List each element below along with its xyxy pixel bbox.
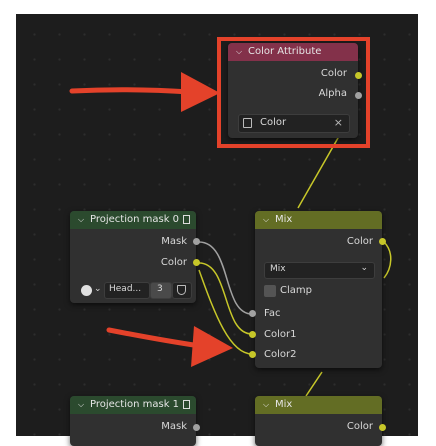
- color-output-socket[interactable]: [355, 72, 362, 79]
- color-output-socket[interactable]: [379, 238, 386, 245]
- mix-node[interactable]: ⌵ Mix Color Mix ⌄ Clamp Fac Color1 Color2: [255, 211, 382, 368]
- image-browse-icon[interactable]: [81, 285, 92, 296]
- color-attribute-node[interactable]: ⌵ Color Attribute Color Alpha Color ×: [228, 43, 358, 138]
- node-header[interactable]: ⌵ Color Attribute: [228, 43, 358, 61]
- node-header[interactable]: ⌵ Mix: [255, 211, 382, 229]
- attribute-field[interactable]: Color ×: [238, 114, 350, 133]
- blend-mode-dropdown[interactable]: Mix ⌄: [264, 262, 375, 279]
- fac-input-socket[interactable]: [249, 310, 256, 317]
- image-selector[interactable]: ⌄ Head... 3: [78, 282, 192, 299]
- blend-mode-value: Mix: [270, 264, 286, 274]
- collapse-chevron-icon[interactable]: ⌵: [263, 215, 270, 224]
- fake-user-button[interactable]: [172, 282, 192, 299]
- projection-mask-0-node[interactable]: ⌵ Projection mask 0 Mask Color ⌄ Head... …: [70, 211, 196, 303]
- dropdown-chevron-icon: ⌄: [360, 263, 368, 273]
- node-title: Mix: [275, 214, 293, 225]
- node-header[interactable]: ⌵ Mix: [255, 396, 382, 414]
- collapse-chevron-icon[interactable]: ⌵: [236, 47, 243, 56]
- color-output-socket[interactable]: [379, 424, 386, 431]
- color2-input-socket[interactable]: [249, 351, 256, 358]
- node-title: Color Attribute: [248, 46, 322, 57]
- output-alpha-label: Alpha: [318, 88, 347, 99]
- input-color1-label: Color1: [264, 329, 297, 340]
- node-title: Projection mask 1: [90, 399, 180, 410]
- node-header[interactable]: ⌵ Projection mask 1: [70, 396, 196, 414]
- output-mask-label: Mask: [161, 236, 187, 247]
- collapse-chevron-icon[interactable]: ⌵: [78, 215, 85, 224]
- dropdown-chevron-icon[interactable]: ⌄: [94, 284, 102, 294]
- mix-node[interactable]: ⌵ Mix Color: [255, 396, 382, 446]
- node-header[interactable]: ⌵ Projection mask 0: [70, 211, 196, 229]
- clamp-checkbox[interactable]: [264, 285, 276, 297]
- clear-icon[interactable]: ×: [333, 116, 343, 129]
- node-group-icon: [183, 215, 190, 224]
- user-count-badge[interactable]: 3: [150, 282, 172, 299]
- clamp-label: Clamp: [280, 285, 312, 296]
- color1-input-socket[interactable]: [249, 331, 256, 338]
- collapse-chevron-icon[interactable]: ⌵: [78, 400, 85, 409]
- annotation-highlight-box: [217, 37, 370, 148]
- alpha-output-socket[interactable]: [355, 92, 362, 99]
- attribute-icon: [243, 118, 252, 128]
- node-title: Projection mask 0: [90, 214, 180, 225]
- input-color2-label: Color2: [264, 349, 297, 360]
- image-name: Head...: [109, 284, 142, 294]
- attribute-value: Color: [260, 117, 287, 128]
- node-group-icon: [183, 400, 190, 409]
- output-color-label: Color: [320, 68, 347, 79]
- input-fac-label: Fac: [264, 308, 281, 319]
- mask-output-socket[interactable]: [193, 238, 200, 245]
- color-output-socket[interactable]: [193, 259, 200, 266]
- shield-icon: [177, 285, 186, 295]
- output-color-label: Color: [160, 257, 187, 268]
- output-color-label: Color: [346, 421, 373, 432]
- output-color-label: Color: [346, 236, 373, 247]
- collapse-chevron-icon[interactable]: ⌵: [263, 400, 270, 409]
- user-count: 3: [157, 284, 163, 294]
- image-name-field[interactable]: Head...: [104, 282, 150, 299]
- output-mask-label: Mask: [161, 421, 187, 432]
- node-title: Mix: [275, 399, 293, 410]
- mask-output-socket[interactable]: [193, 424, 200, 431]
- projection-mask-1-node[interactable]: ⌵ Projection mask 1 Mask: [70, 396, 196, 446]
